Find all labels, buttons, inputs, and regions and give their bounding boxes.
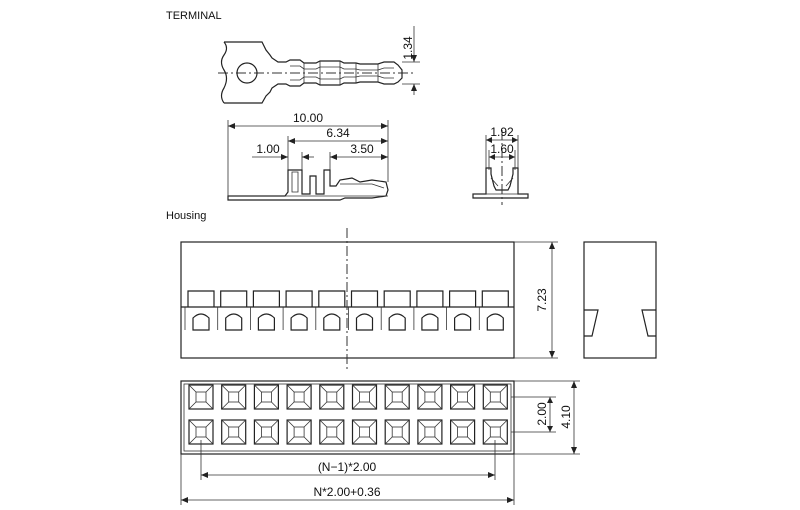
dim-housing-depth: 4.10 <box>514 380 580 455</box>
latch-window <box>252 290 280 307</box>
svg-text:1.60: 1.60 <box>490 142 514 156</box>
dim-overall-length: N*2.00+0.36 <box>180 454 515 505</box>
contact-cavity <box>188 419 214 445</box>
dim-span-pitch: (N−1)*2.00 <box>200 440 496 480</box>
dim-terminal-width-inner: 1.60 <box>488 142 516 170</box>
latch-window <box>350 290 379 307</box>
contact-cavity <box>417 384 443 410</box>
contact-cavity <box>384 384 410 410</box>
contact-cavity <box>319 384 345 410</box>
dim-terminal-6-34: 6.34 <box>287 126 388 170</box>
contact-slot <box>388 313 406 331</box>
terminal-title: TERMINAL <box>166 10 222 22</box>
contact-slot <box>421 313 439 331</box>
contact-slot <box>486 313 504 331</box>
latch-window <box>318 290 346 307</box>
dim-terminal-1-00: 1.00 <box>252 142 314 170</box>
terminal-top-view <box>218 41 415 104</box>
latch-window <box>383 290 411 307</box>
latch-window <box>449 290 477 307</box>
svg-text:7.23: 7.23 <box>535 288 549 312</box>
housing-title: Housing <box>166 210 206 222</box>
svg-text:1.34: 1.34 <box>401 36 415 60</box>
contact-cavity <box>351 384 378 410</box>
contact-slot <box>192 313 210 331</box>
dim-terminal-height: 1.34 <box>401 26 420 95</box>
contact-cavity <box>253 384 279 410</box>
contact-cavity <box>384 419 410 445</box>
contact-slot <box>290 313 308 331</box>
contact-slot <box>454 313 472 331</box>
svg-text:1.92: 1.92 <box>490 125 514 139</box>
housing-side-view <box>583 241 657 359</box>
housing-bottom-view <box>180 380 515 455</box>
terminal-end-view <box>472 130 529 205</box>
svg-text:4.10: 4.10 <box>559 405 573 429</box>
latch-window <box>187 290 215 307</box>
contact-cavity <box>319 419 345 445</box>
svg-text:6.34: 6.34 <box>326 126 350 140</box>
dim-row-pitch: 2.00 <box>511 396 556 433</box>
contact-slot <box>225 313 243 331</box>
svg-text:(N−1)*2.00: (N−1)*2.00 <box>318 460 377 474</box>
contact-cavity <box>450 384 476 410</box>
svg-text:2.00: 2.00 <box>535 402 549 426</box>
svg-text:3.50: 3.50 <box>350 142 374 156</box>
contact-cavity <box>253 419 279 445</box>
contact-cavity <box>221 384 247 410</box>
contact-cavity <box>188 384 214 410</box>
contact-cavity <box>482 384 508 410</box>
contact-slot <box>355 313 374 331</box>
terminal-side-view <box>227 169 389 201</box>
latch-window <box>285 290 313 307</box>
svg-text:10.00: 10.00 <box>293 111 323 125</box>
contact-slot <box>323 313 341 331</box>
svg-text:1.00: 1.00 <box>256 142 280 156</box>
dim-terminal-length: 10.00 <box>227 111 389 196</box>
latch-window <box>220 290 248 307</box>
latch-window <box>481 290 509 307</box>
contact-slot <box>257 313 275 331</box>
svg-text:N*2.00+0.36: N*2.00+0.36 <box>313 485 380 499</box>
contact-cavity <box>221 419 247 445</box>
contact-cavity <box>351 419 378 445</box>
contact-cavity <box>286 384 312 410</box>
dim-terminal-width-outer: 1.92 <box>485 125 519 168</box>
dim-terminal-3-50: 3.50 <box>329 142 388 170</box>
contact-cavity <box>286 419 312 445</box>
housing-front-view <box>180 228 515 370</box>
dim-housing-height: 7.23 <box>514 241 558 359</box>
latch-window <box>416 290 444 307</box>
contact-cavity <box>417 419 443 445</box>
contact-cavity <box>450 419 476 445</box>
